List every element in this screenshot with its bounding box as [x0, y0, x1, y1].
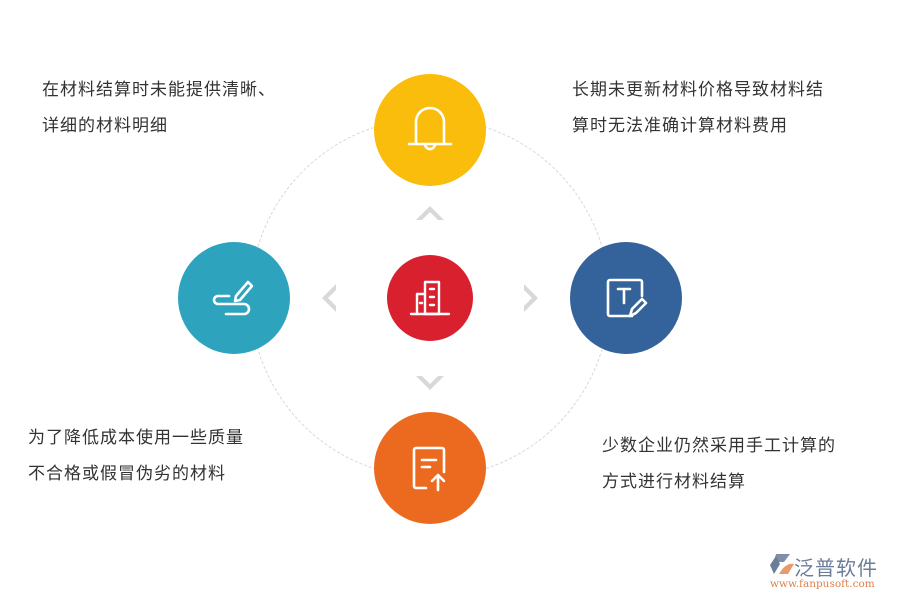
pen-signature-icon: [212, 280, 254, 316]
node-bottom-doc-upload: [374, 412, 486, 524]
bell-icon: [407, 106, 453, 151]
node-center-building: [387, 255, 473, 341]
logo-name: 泛普软件: [794, 556, 878, 580]
arrow-down-icon: [416, 376, 444, 390]
arrow-right-icon: [524, 284, 538, 312]
caption-bottom-right: 少数企业仍然采用手工计算的 方式进行材料结算: [602, 428, 836, 500]
caption-line: 长期未更新材料价格导致材料结: [572, 80, 824, 100]
caption-line: 详细的材料明细: [42, 116, 168, 136]
caption-bottom-left: 为了降低成本使用一些质量 不合格或假冒伪劣的材料: [28, 420, 244, 492]
logo-url: www.fanpusoft.com: [770, 578, 875, 590]
document-upload-icon: [412, 446, 446, 492]
caption-line: 方式进行材料结算: [602, 472, 746, 492]
arrow-left-icon: [322, 284, 336, 312]
caption-line: 算时无法准确计算材料费用: [572, 116, 788, 136]
building-icon: [409, 280, 451, 316]
fanpu-logo-icon: [770, 554, 794, 574]
caption-top-right: 长期未更新材料价格导致材料结 算时无法准确计算材料费用: [572, 72, 824, 144]
caption-line: 少数企业仍然采用手工计算的: [602, 436, 836, 456]
text-edit-icon: [606, 278, 648, 318]
node-top-bell: [374, 74, 486, 186]
arrow-up-icon: [416, 206, 444, 220]
caption-line: 不合格或假冒伪劣的材料: [28, 464, 226, 484]
caption-top-left: 在材料结算时未能提供清晰、 详细的材料明细: [42, 72, 276, 144]
node-left-signature: [178, 242, 290, 354]
caption-line: 为了降低成本使用一些质量: [28, 428, 244, 448]
caption-line: 在材料结算时未能提供清晰、: [42, 80, 276, 100]
brand-logo: 泛普软件 www.fanpusoft.com: [768, 552, 894, 596]
node-right-text-edit: [570, 242, 682, 354]
